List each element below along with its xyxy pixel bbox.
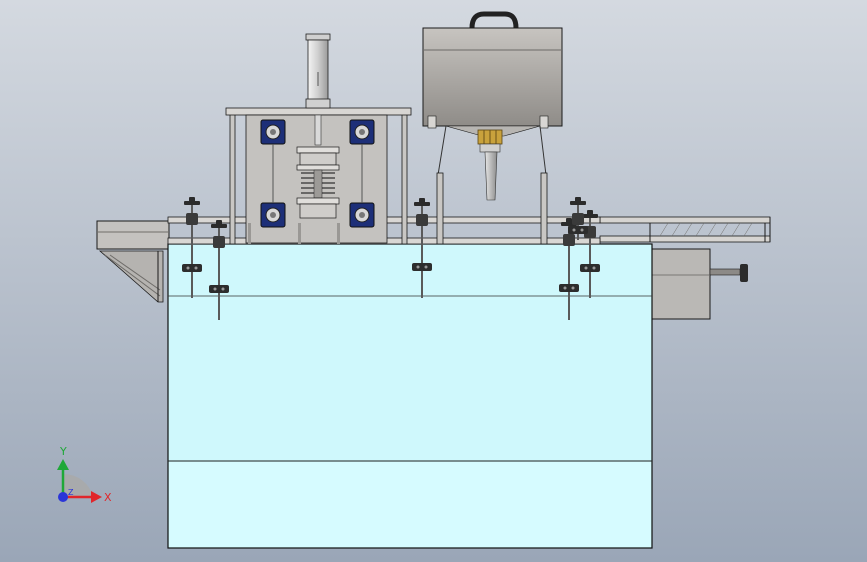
star-knob-icon[interactable]: [419, 198, 425, 204]
rod-clamp: [186, 213, 198, 225]
right-conveyor-rail: [599, 216, 771, 243]
press-assembly: [225, 33, 412, 245]
tank-clamp: [182, 264, 202, 272]
axis-y-label: Y: [59, 445, 67, 458]
tank-clamp: [568, 226, 588, 234]
tank-clamp: [559, 284, 579, 292]
rod-clamp: [416, 214, 428, 226]
coordinate-triad-icon[interactable]: Y X Z: [57, 445, 112, 504]
rod-clamp: [213, 236, 225, 248]
axis-x-label: X: [104, 491, 112, 504]
star-knob-icon[interactable]: [575, 197, 581, 203]
fill-nozzle: [484, 151, 498, 201]
hopper: [422, 11, 563, 245]
hopper-handle-icon: [469, 11, 519, 29]
star-knob-icon[interactable]: [216, 220, 222, 226]
tank-clamp: [580, 264, 600, 272]
tank-clamp: [412, 263, 432, 271]
flange-bearing-icon: [260, 119, 375, 228]
glass-tank: [167, 243, 653, 549]
rod-clamp: [563, 234, 575, 246]
spring-carriage: [296, 146, 340, 219]
star-knob-icon[interactable]: [189, 197, 195, 203]
rod-clamp: [572, 213, 584, 225]
left-side-tray: [96, 220, 170, 303]
tank-clamp: [209, 285, 229, 293]
handwheel-knob-icon: [740, 264, 748, 282]
pneumatic-cylinder: [305, 33, 331, 146]
adjustment-rods: [182, 197, 600, 320]
star-knob-icon[interactable]: [566, 218, 572, 224]
axis-z-label: Z: [68, 488, 74, 497]
right-gearbox: [651, 248, 748, 320]
star-knob-icon[interactable]: [587, 210, 593, 216]
